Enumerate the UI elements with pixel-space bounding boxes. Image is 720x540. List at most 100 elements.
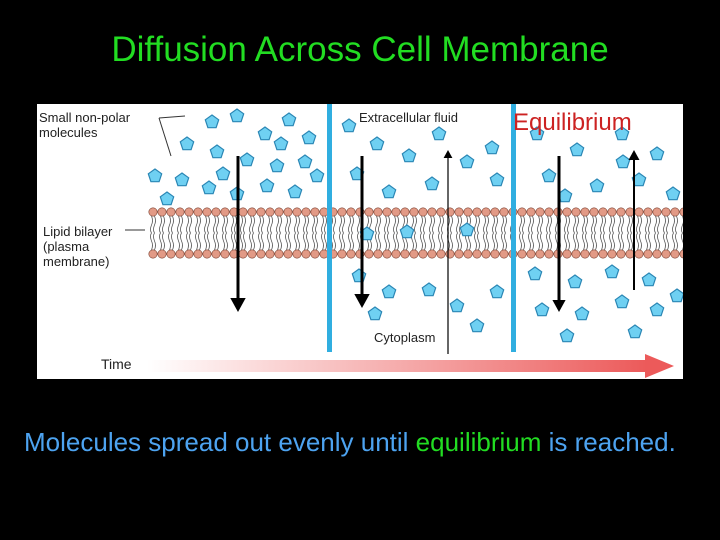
lipid-tail <box>393 232 396 251</box>
lipid-tail <box>555 215 558 234</box>
slide-title: Diffusion Across Cell Membrane <box>111 30 609 69</box>
arrow <box>552 156 566 312</box>
molecule <box>669 288 683 303</box>
lipid-tail <box>180 232 183 251</box>
lipid-tail <box>441 215 444 234</box>
arrow <box>628 150 640 290</box>
lipid-head <box>238 207 248 217</box>
lipid-tail <box>375 215 378 234</box>
lipid-head <box>148 249 158 259</box>
slide-caption: Molecules spread out evenly until equili… <box>24 423 704 461</box>
molecule <box>269 158 285 173</box>
lipid-head <box>409 249 419 259</box>
molecule <box>604 264 620 279</box>
lipid-head <box>157 249 167 259</box>
molecule <box>159 191 175 206</box>
lipid-tail <box>276 215 279 234</box>
lipid-head <box>157 207 167 217</box>
lipid-tail <box>387 232 390 251</box>
lipid-tail <box>546 232 549 251</box>
lipid-tail <box>285 215 288 234</box>
lipid-tail <box>171 215 174 234</box>
lipid-tail <box>675 232 678 251</box>
molecule <box>589 178 605 193</box>
molecule <box>229 108 245 123</box>
label-equilibrium: Equilibrium <box>513 109 632 136</box>
lipid-tail <box>177 215 180 234</box>
lipid-tail <box>477 232 480 251</box>
arrow <box>354 156 370 308</box>
lipid-tail <box>414 232 417 251</box>
lipid-tail <box>306 215 309 234</box>
lipid-tail <box>153 232 156 251</box>
lipid-tail <box>657 215 660 234</box>
lipid-tail <box>636 215 639 234</box>
lipid-tail <box>537 232 540 251</box>
lipid-tail <box>609 232 612 251</box>
lipid-head <box>373 207 383 217</box>
lipid-tail <box>294 215 297 234</box>
label-extracellular-fluid: Extracellular fluid <box>359 110 458 125</box>
molecule <box>381 184 397 199</box>
lipid-tail <box>495 215 498 234</box>
lipid-tail <box>162 232 165 251</box>
lipid-tail <box>486 232 489 251</box>
lipid-head <box>481 249 491 259</box>
lipid-tail <box>204 215 207 234</box>
lipid-tail <box>258 215 261 234</box>
lipid-tail <box>540 232 543 251</box>
lipid-tail <box>240 232 243 251</box>
lipid-tail <box>486 215 489 234</box>
lipid-head <box>166 207 176 217</box>
lipid-tail <box>576 232 579 251</box>
molecule <box>424 176 440 191</box>
lipid-head <box>580 249 590 259</box>
lipid-head <box>247 249 257 259</box>
lipid-tail <box>636 232 639 251</box>
lipid-head <box>499 249 509 259</box>
lipid-tail <box>438 232 441 251</box>
lipid-tail <box>423 232 426 251</box>
lipid-tail <box>456 215 459 234</box>
lipid-tail <box>270 215 273 234</box>
lipid-tail <box>459 232 462 251</box>
lipid-head <box>427 249 437 259</box>
pointer-line-2 <box>158 117 172 157</box>
molecule <box>351 268 367 283</box>
lipid-tail <box>501 232 504 251</box>
lipid-tail <box>630 215 633 234</box>
molecule <box>239 152 255 167</box>
molecules-group <box>147 108 683 343</box>
lipid-tail <box>414 215 417 234</box>
lipid-tail <box>582 215 585 234</box>
lipid-head <box>373 249 383 259</box>
lipid-head <box>589 207 599 217</box>
lipid-tail <box>216 215 219 234</box>
molecule <box>259 178 275 193</box>
lipid-tail <box>177 232 180 251</box>
lipid-tail <box>600 215 603 234</box>
molecule <box>257 126 273 141</box>
lipid-head <box>463 249 473 259</box>
caption-highlight: equilibrium <box>415 427 542 457</box>
lipid-head <box>562 207 572 217</box>
lipid-tail <box>285 232 288 251</box>
lipid-tail <box>681 232 683 251</box>
lipid-tail <box>549 215 552 234</box>
lipid-head <box>391 249 401 259</box>
lipid-tail <box>186 215 189 234</box>
molecule <box>204 114 220 129</box>
lipid-tail <box>630 232 633 251</box>
lipid-tail <box>393 215 396 234</box>
molecule <box>649 302 665 317</box>
lipid-head <box>625 249 635 259</box>
lipid-head <box>400 207 410 217</box>
molecule <box>541 168 557 183</box>
molecule <box>215 166 231 181</box>
lipid-head <box>544 249 554 259</box>
molecule <box>174 172 190 187</box>
lipid-tail <box>315 232 318 251</box>
lipid-head <box>301 207 311 217</box>
lipid-tail <box>627 232 630 251</box>
lipid-head <box>472 249 482 259</box>
